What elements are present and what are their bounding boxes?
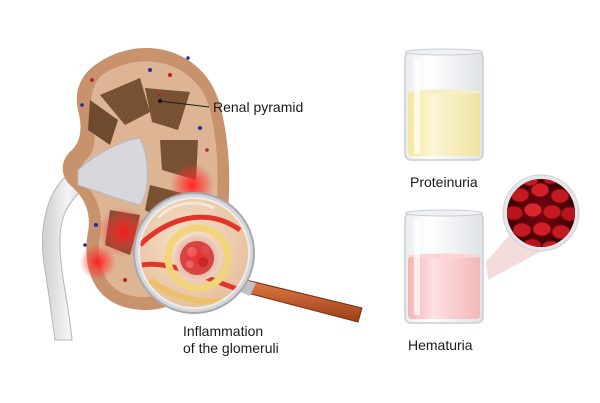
red-blood-cells: [507, 179, 575, 247]
inflammation-label-line2: of the glomeruli: [183, 340, 279, 356]
hematuria-label: Hematuria: [408, 337, 473, 353]
hematuria-beaker: [404, 209, 484, 324]
inflammation-label-line1: Inflammation: [183, 323, 264, 339]
kidney-dots: [80, 56, 209, 282]
proteinuria-label: Proteinuria: [410, 174, 478, 190]
blood-cell-zoom: [486, 174, 580, 280]
inflammation-label: Inflammation of the glomeruli: [183, 323, 323, 357]
magnifier: [133, 192, 363, 323]
renal-pyramid-pointer: [157, 98, 210, 108]
glomerulus: [139, 214, 242, 305]
proteinuria-beaker: [404, 48, 484, 161]
renal-pyramid-label: Renal pyramid: [213, 99, 304, 115]
ureter: [42, 167, 96, 341]
